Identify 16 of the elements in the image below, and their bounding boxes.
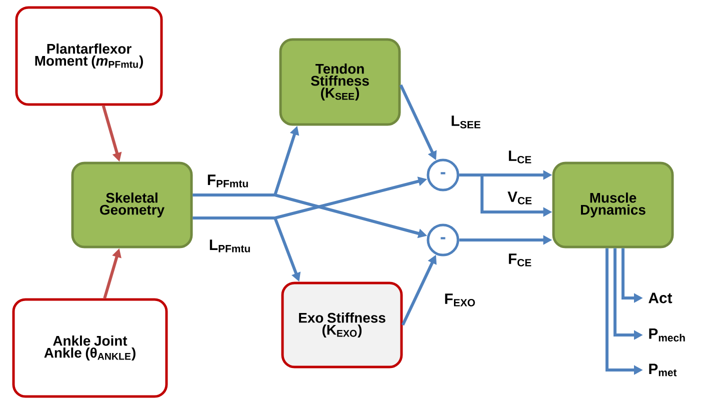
edge-label: L$_{CE}$ [506, 150, 534, 164]
input-box: Ankle Joint Ankle (θ$_{ANKLE}$) [12, 298, 168, 398]
process-box: Skeletal Geometry [71, 162, 193, 248]
edge-label: V$_{CE}$ [506, 190, 534, 206]
output-label: P$_{met}$ [649, 364, 677, 376]
edge-label: F$_{CE}$ [506, 252, 534, 268]
process-box: Muscle Dynamics [552, 162, 674, 248]
edge-label: F$_{EXO}$ [443, 292, 477, 308]
process-box: Tendon Stiffness (K$_{SEE}$) [279, 38, 401, 126]
edge-label: L$_{PFmtu}$ [208, 238, 252, 254]
output-label: Act [648, 292, 672, 304]
edge-label: L$_{SEE}$ [450, 114, 482, 130]
process-box: Exo Stiffness (K$_{EXO}$) [281, 282, 403, 368]
output-label: P$_{mech}$ [649, 328, 685, 342]
input-box: Plantarflexor Moment (m$_{PFmtu}$) [15, 6, 163, 106]
edge-label: F$_{PFmtu}$ [206, 174, 250, 188]
